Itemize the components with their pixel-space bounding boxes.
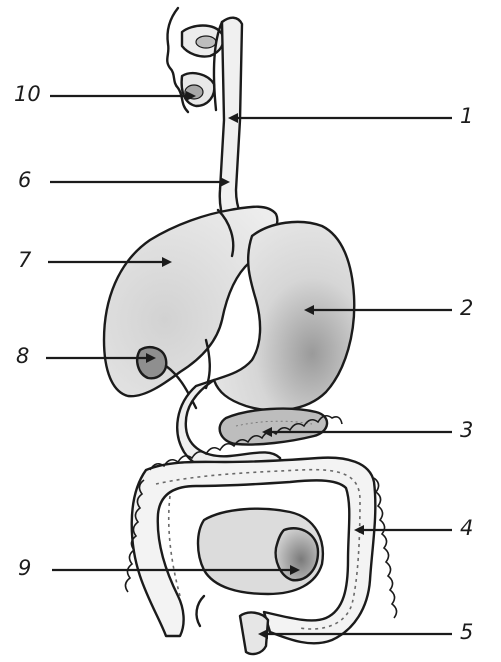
label-2: 2 <box>460 296 473 320</box>
rectum <box>276 528 318 580</box>
appendix <box>197 596 204 626</box>
label-9: 9 <box>18 556 31 580</box>
label-5: 5 <box>460 620 473 644</box>
label-10: 10 <box>14 82 41 106</box>
label-8: 8 <box>16 344 29 368</box>
label-3: 3 <box>460 418 473 442</box>
label-1: 1 <box>460 104 473 128</box>
gallbladder <box>137 347 166 378</box>
nasal-turbinate <box>196 36 216 48</box>
label-4: 4 <box>460 516 473 540</box>
label-7: 7 <box>18 248 31 272</box>
pancreas <box>220 409 327 445</box>
label-6: 6 <box>18 168 31 192</box>
